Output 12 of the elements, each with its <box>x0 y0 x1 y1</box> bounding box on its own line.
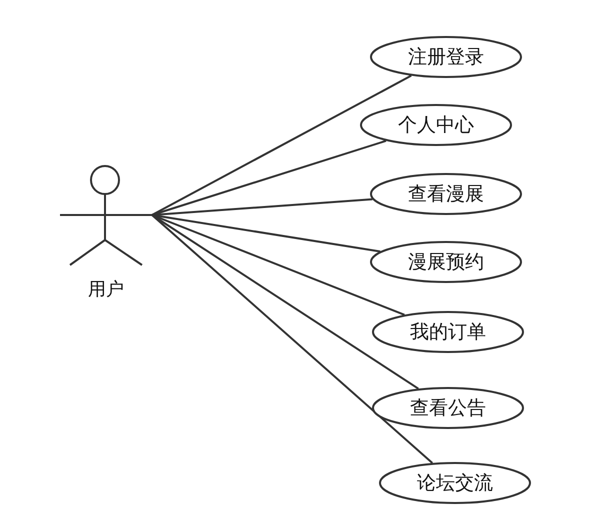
association-line <box>152 140 386 216</box>
use-case-label: 我的订单 <box>410 320 486 345</box>
actor-label: 用户 <box>87 278 125 301</box>
use-case-label: 个人中心 <box>398 113 474 138</box>
use-case-label: 论坛交流 <box>417 471 493 496</box>
association-line <box>152 74 412 216</box>
use-case-label: 查看漫展 <box>408 182 484 207</box>
association-line <box>151 214 419 390</box>
association-line <box>151 214 433 464</box>
use-case-label: 漫展预约 <box>408 250 484 275</box>
use-case-label: 查看公告 <box>410 396 486 421</box>
use-case-label: 注册登录 <box>408 45 484 70</box>
